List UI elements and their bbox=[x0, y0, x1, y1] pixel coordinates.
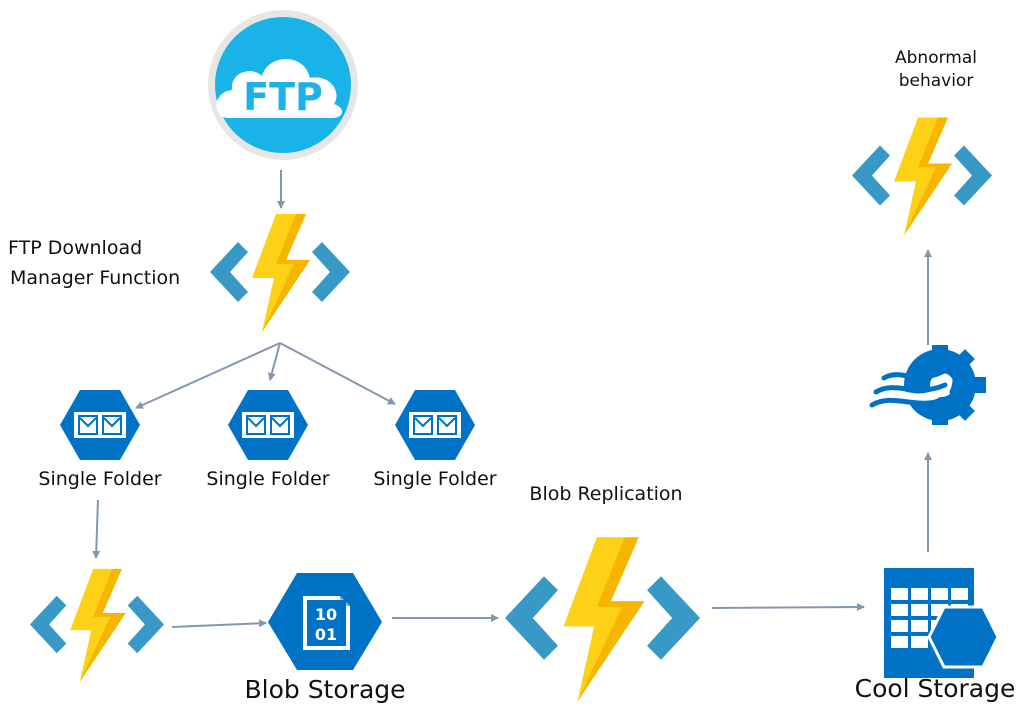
connectors bbox=[92, 170, 932, 628]
arrow-function-to-blob bbox=[171, 619, 267, 628]
queue-label-3: Single Folder bbox=[373, 468, 496, 490]
queue-icon-2 bbox=[228, 390, 308, 460]
queue-icon-3 bbox=[395, 390, 475, 460]
abnormal-behavior-label-1: Abnormal bbox=[895, 48, 977, 68]
table-storage-icon bbox=[884, 568, 1000, 678]
blob-replication-function-icon bbox=[505, 537, 700, 702]
blob-replication-label: Blob Replication bbox=[529, 483, 682, 505]
blob-storage-label: Blob Storage bbox=[244, 675, 405, 704]
stream-analytics-icon bbox=[863, 345, 986, 425]
abnormal-behavior-label-2: behavior bbox=[899, 71, 974, 91]
download-function-icon bbox=[210, 214, 350, 332]
ftp-logo-text: FTP bbox=[243, 75, 323, 119]
queue-label-1: Single Folder bbox=[38, 468, 161, 490]
abnormal-behavior-function-icon bbox=[852, 117, 992, 236]
cool-storage-label: Cool Storage bbox=[855, 674, 1016, 703]
arrow-queue-to-function bbox=[92, 499, 101, 559]
arrow-function-to-queue-2 bbox=[267, 342, 281, 381]
arrow-function-to-queue-3 bbox=[279, 342, 396, 405]
arrow-function-to-queue-1 bbox=[135, 342, 281, 409]
blob-storage-icon: 10 01 bbox=[268, 573, 382, 670]
download-function-label-1: FTP Download bbox=[8, 237, 142, 259]
blob-icon-text-2: 01 bbox=[315, 625, 337, 644]
ftp-cloud-icon: FTP bbox=[208, 10, 358, 160]
download-function-label-2: Manager Function bbox=[10, 267, 180, 289]
queue-label-2: Single Folder bbox=[206, 468, 329, 490]
queue-icon-1 bbox=[60, 390, 140, 460]
folder-function-icon bbox=[29, 568, 165, 682]
arrow-replication-to-cool bbox=[711, 603, 865, 612]
blob-icon-text-1: 10 bbox=[315, 605, 337, 624]
